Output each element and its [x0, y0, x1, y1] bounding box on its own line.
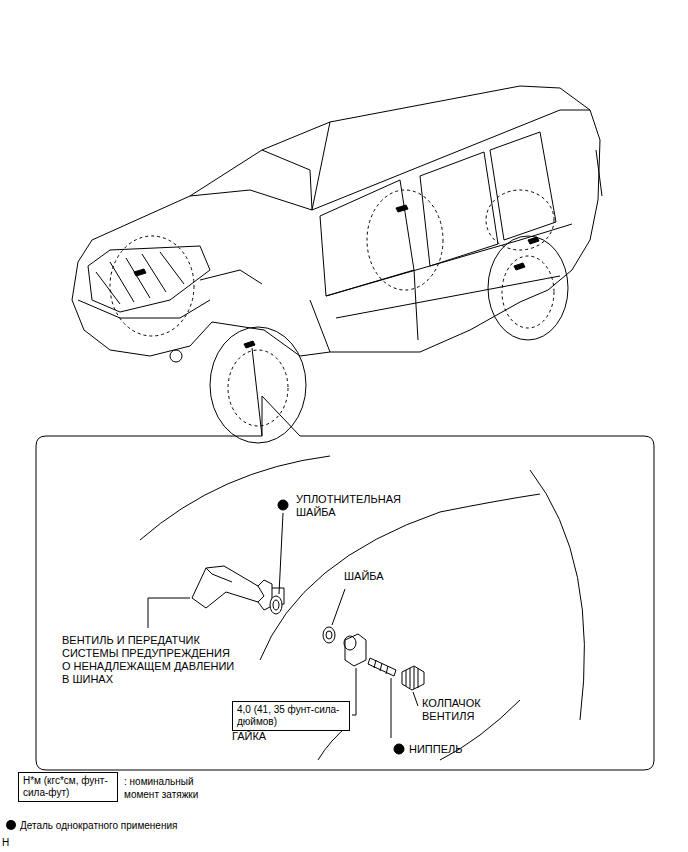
torque-box: 4,0 (41, 35 фунт-сила-дюймов) — [232, 701, 350, 731]
tire-arcs — [140, 456, 584, 760]
legend-torque-box: Н*м (кгс*см, фунт-сила-фут) — [18, 772, 118, 802]
leader-lines — [148, 513, 418, 738]
single-use-dot — [394, 744, 404, 754]
part-label: ВЕНТИЛЬ И ПЕРЕДАТЧИК СИСТЕМЫ ПРЕДУПРЕЖДЕ… — [62, 634, 240, 686]
detail-panel — [36, 436, 654, 770]
legend-dot — [6, 820, 16, 830]
vehicle-drawing — [72, 86, 602, 443]
legend-text: Деталь однократного применения — [20, 819, 280, 832]
part-label: УПЛОТНИТЕЛЬНАЯ ШАЙБА — [296, 493, 414, 519]
page-code: H — [2, 836, 22, 849]
single-use-dot — [278, 500, 288, 510]
part-label: НИППЕЛЬ — [409, 743, 499, 756]
torque-value: Н*м (кгс*см, фунт-сила-фут) — [23, 775, 113, 799]
torque-value: 4,0 (41, 35 фунт-сила-дюймов) — [237, 704, 345, 728]
part-label: ШАЙБА — [344, 570, 424, 583]
part-label: КОЛПАЧОК ВЕНТИЛЯ — [422, 697, 506, 723]
part-label: ГАЙКА — [232, 730, 312, 743]
legend-description: : номинальный момент затяжки — [124, 775, 224, 801]
